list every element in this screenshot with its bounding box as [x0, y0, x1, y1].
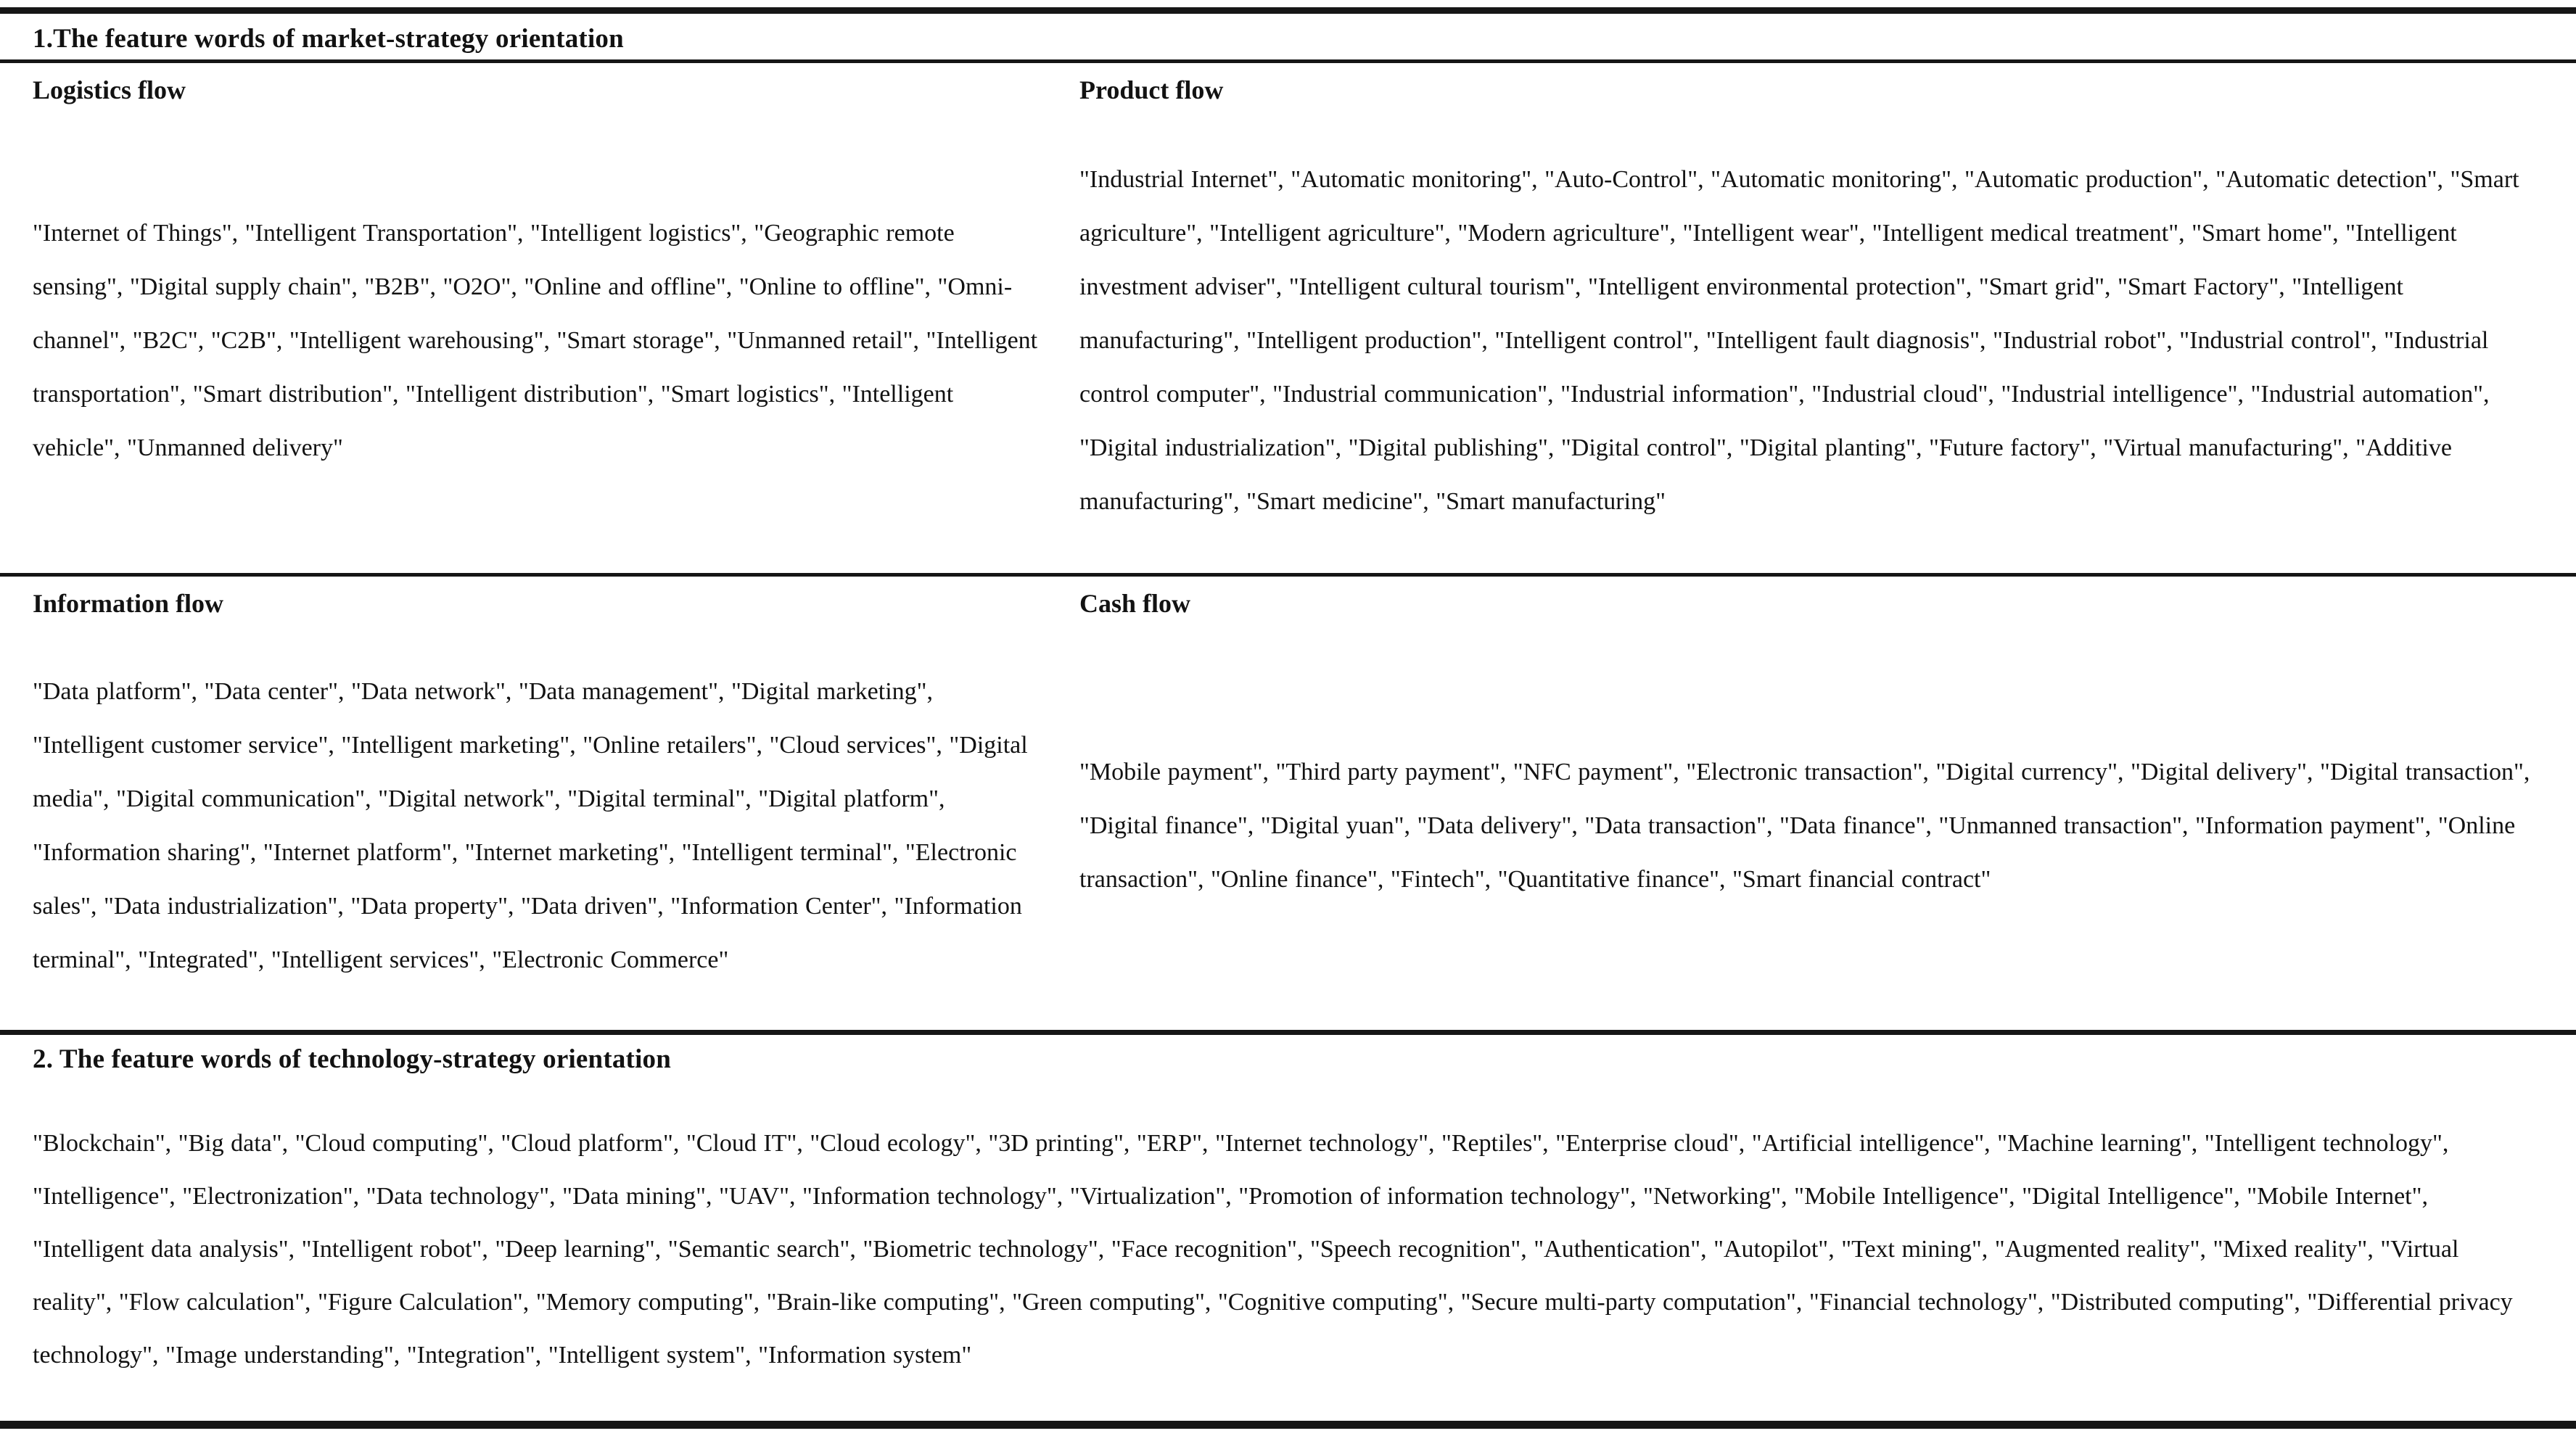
cell-logistics-flow: Logistics flow "Internet of Things", "In…: [0, 63, 1061, 573]
product-flow-words: "Industrial Internet", "Automatic monito…: [1079, 165, 2519, 515]
information-flow-words: "Data platform", "Data center", "Data ne…: [33, 677, 1028, 973]
cell-cash-flow: Cash flow "Mobile payment", "Third party…: [1061, 577, 2576, 1030]
row-information-cash: Information flow "Data platform", "Data …: [0, 577, 2576, 1035]
cell-product-flow: Product flow "Industrial Internet", "Aut…: [1061, 63, 2576, 573]
information-flow-label: Information flow: [33, 589, 223, 618]
section-2-title: 2. The feature words of technology-strat…: [33, 1044, 672, 1074]
logistics-flow-words: "Internet of Things", "Intelligent Trans…: [33, 219, 1038, 461]
technology-strategy-words: "Blockchain", "Big data", "Cloud computi…: [33, 1129, 2513, 1369]
product-flow-label: Product flow: [1079, 75, 1224, 104]
product-flow-words-wrap: "Industrial Internet", "Automatic monito…: [1079, 108, 2543, 573]
information-flow-words-wrap: "Data platform", "Data center", "Data ne…: [33, 622, 1045, 1030]
feature-words-table: 1.The feature words of market-strategy o…: [0, 7, 2576, 1429]
logistics-flow-words-wrap: "Internet of Things", "Intelligent Trans…: [33, 108, 1045, 573]
cash-flow-words: "Mobile payment", "Third party payment",…: [1079, 758, 2530, 893]
technology-strategy-words-wrap: "Blockchain", "Big data", "Cloud computi…: [0, 1077, 2576, 1421]
section-1-title: 1.The feature words of market-strategy o…: [0, 14, 2576, 63]
logistics-flow-label: Logistics flow: [33, 75, 186, 104]
cell-information-flow: Information flow "Data platform", "Data …: [0, 577, 1061, 1030]
cash-flow-label: Cash flow: [1079, 589, 1191, 618]
row-logistics-product: Logistics flow "Internet of Things", "In…: [0, 63, 2576, 577]
cash-flow-words-wrap: "Mobile payment", "Third party payment",…: [1079, 622, 2543, 1030]
